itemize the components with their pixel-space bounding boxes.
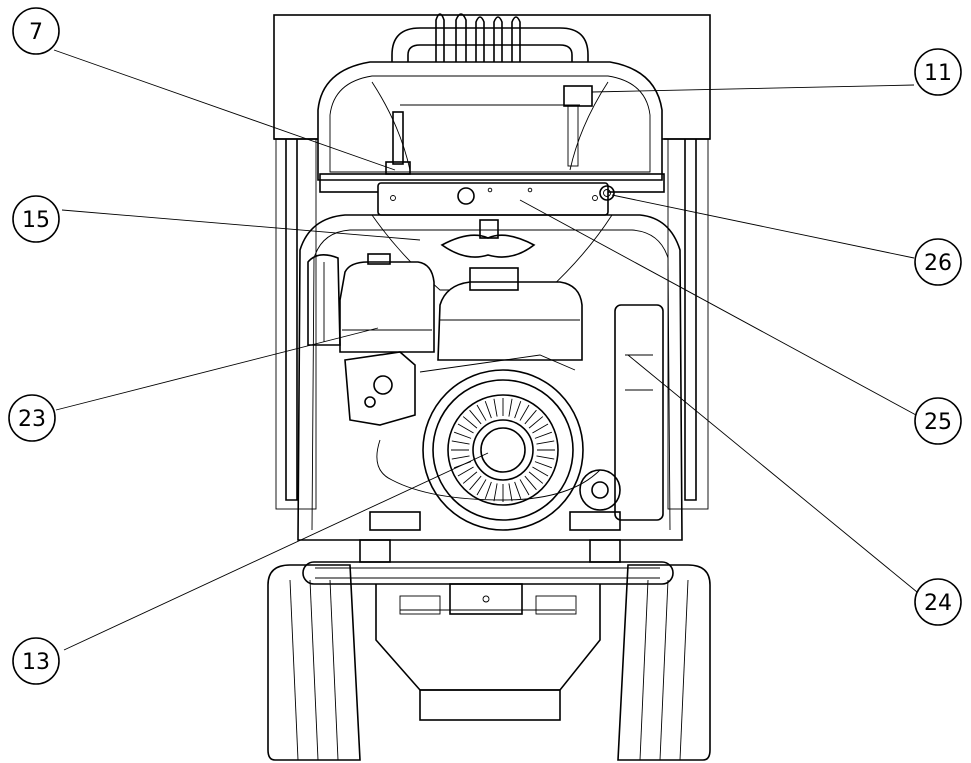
callout-label: 24	[924, 591, 952, 616]
callout-7: 7	[12, 7, 60, 55]
left-track	[267, 564, 361, 761]
callout-13: 13	[12, 637, 60, 685]
machine-drawing	[267, 13, 711, 761]
callout-label: 25	[924, 410, 952, 435]
callout-25: 25	[914, 397, 962, 445]
callout-label: 13	[22, 650, 50, 675]
callout-label: 11	[924, 61, 952, 86]
leader-lines	[53, 49, 918, 651]
callout-label: 23	[18, 407, 46, 432]
callout-label: 26	[924, 251, 952, 276]
callout-23: 23	[8, 394, 56, 442]
callout-11: 11	[914, 48, 962, 96]
key-switch	[599, 185, 615, 201]
engine-recoil-starter	[422, 369, 584, 531]
callout-15: 15	[12, 195, 60, 243]
callout-24: 24	[914, 578, 962, 626]
callout-label: 15	[22, 208, 50, 233]
fuel-tank	[339, 253, 435, 353]
callout-26: 26	[914, 238, 962, 286]
right-track	[617, 564, 711, 761]
callout-label: 7	[29, 20, 43, 45]
console-panel	[377, 182, 609, 216]
